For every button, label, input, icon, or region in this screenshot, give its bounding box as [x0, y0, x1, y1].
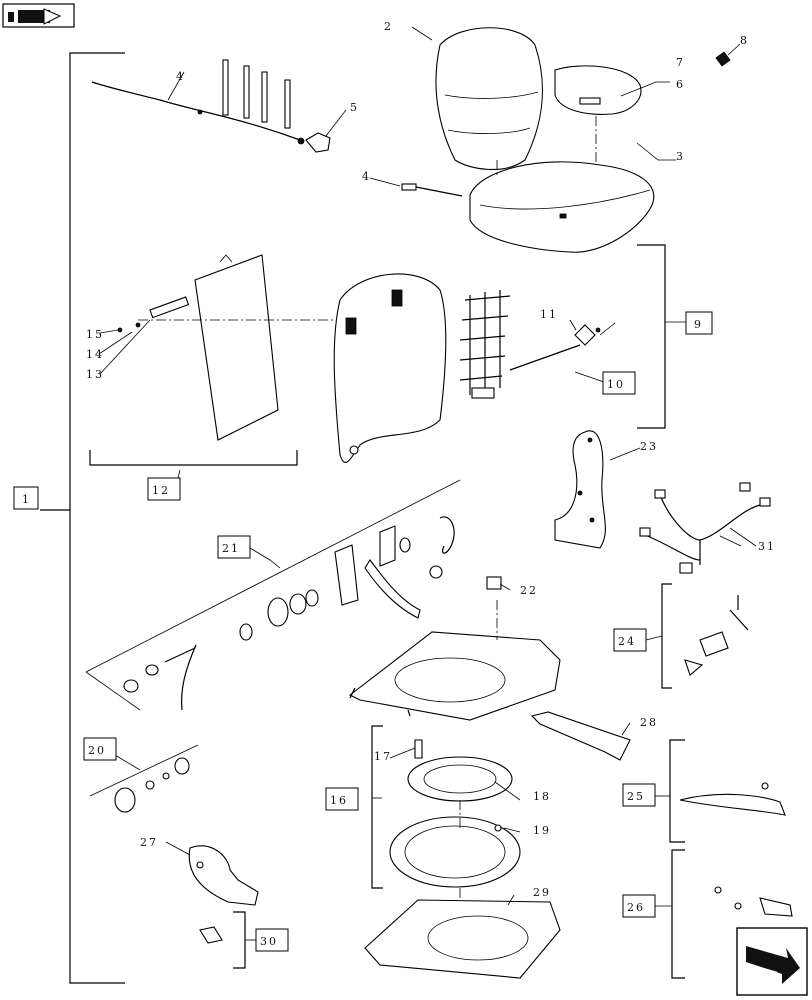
- svg-text:16: 16: [330, 794, 348, 807]
- svg-text:25: 25: [627, 790, 645, 803]
- backrest-frame: [333, 273, 447, 463]
- roller-assembly: [89, 744, 199, 813]
- mechanism-exploded: [85, 479, 461, 711]
- bearing-rings: [389, 739, 521, 888]
- connector-part: [305, 132, 331, 153]
- callout-11: 11: [540, 308, 558, 321]
- svg-text:20: 20: [88, 744, 106, 757]
- wiring-harness: [639, 482, 771, 574]
- callout-14: 14: [86, 348, 104, 361]
- block-part: [486, 576, 502, 590]
- seat-cushion: [469, 161, 655, 253]
- svg-text:12: 12: [152, 484, 170, 497]
- bracket-27: [188, 845, 259, 906]
- callout-5: 5: [350, 101, 359, 114]
- svg-text:10: 10: [607, 378, 625, 391]
- callout-box-30: 30: [255, 928, 289, 952]
- callout-box-26: 26: [622, 894, 656, 918]
- callout-8: 8: [740, 34, 749, 47]
- adjust-rod: [401, 183, 463, 197]
- svg-text:26: 26: [627, 901, 645, 914]
- callout-box-12: 12: [147, 477, 181, 501]
- callout-box-16: 16: [325, 787, 359, 811]
- next-page-arrow-icon[interactable]: [736, 927, 808, 996]
- cable-with-tags: [91, 59, 305, 145]
- lumbar-knob: [509, 324, 601, 371]
- assembly-bracket: [40, 52, 125, 984]
- callout-box-21: 21: [217, 535, 251, 559]
- lever-26: [714, 886, 793, 917]
- callout-23: 23: [640, 440, 658, 453]
- backrest-cushion: [435, 27, 543, 171]
- svg-text:24: 24: [618, 635, 636, 648]
- side-bracket: [554, 430, 606, 549]
- pin-30: [199, 911, 246, 969]
- callout-6: 6: [676, 78, 685, 91]
- callout-28: 28: [640, 716, 658, 729]
- leader-lines: [98, 26, 757, 941]
- callout-2: 2: [384, 20, 393, 33]
- bracket-28: [530, 711, 631, 761]
- callout-box-24: 24: [613, 628, 647, 652]
- callout-4-rod: 4: [362, 170, 371, 183]
- callout-box-10: 10: [602, 371, 636, 395]
- callout-box-9: 9: [685, 311, 713, 335]
- swivel-base-frame: [348, 631, 561, 721]
- callout-box-25: 25: [622, 783, 656, 807]
- book-arrow-icon[interactable]: [2, 3, 75, 28]
- callout-27: 27: [140, 836, 158, 849]
- svg-text:30: 30: [260, 935, 278, 948]
- callout-box-20: 20: [83, 737, 117, 761]
- callout-3: 3: [676, 150, 685, 163]
- callout-17: 17: [374, 750, 392, 763]
- callout-13: 13: [86, 368, 104, 381]
- lever-25: [679, 782, 786, 816]
- latch-parts: [684, 595, 749, 676]
- callout-19: 19: [533, 824, 551, 837]
- armrest-cushion: [554, 65, 642, 115]
- base-plate: [364, 899, 561, 979]
- callout-15: 15: [86, 328, 104, 341]
- callout-box-1: 1: [13, 486, 39, 510]
- callout-4-top: 4: [176, 70, 185, 83]
- back-panel: [117, 254, 279, 441]
- svg-text:9: 9: [694, 318, 703, 331]
- svg-text:21: 21: [222, 542, 240, 555]
- callout-18: 18: [533, 790, 551, 803]
- callout-31: 31: [758, 540, 776, 553]
- callout-7: 7: [676, 56, 685, 69]
- lumbar-spring-mat: [459, 290, 511, 399]
- callout-29: 29: [533, 886, 551, 899]
- svg-text:1: 1: [22, 493, 31, 506]
- callout-22: 22: [520, 584, 538, 597]
- clip-part: [715, 51, 731, 67]
